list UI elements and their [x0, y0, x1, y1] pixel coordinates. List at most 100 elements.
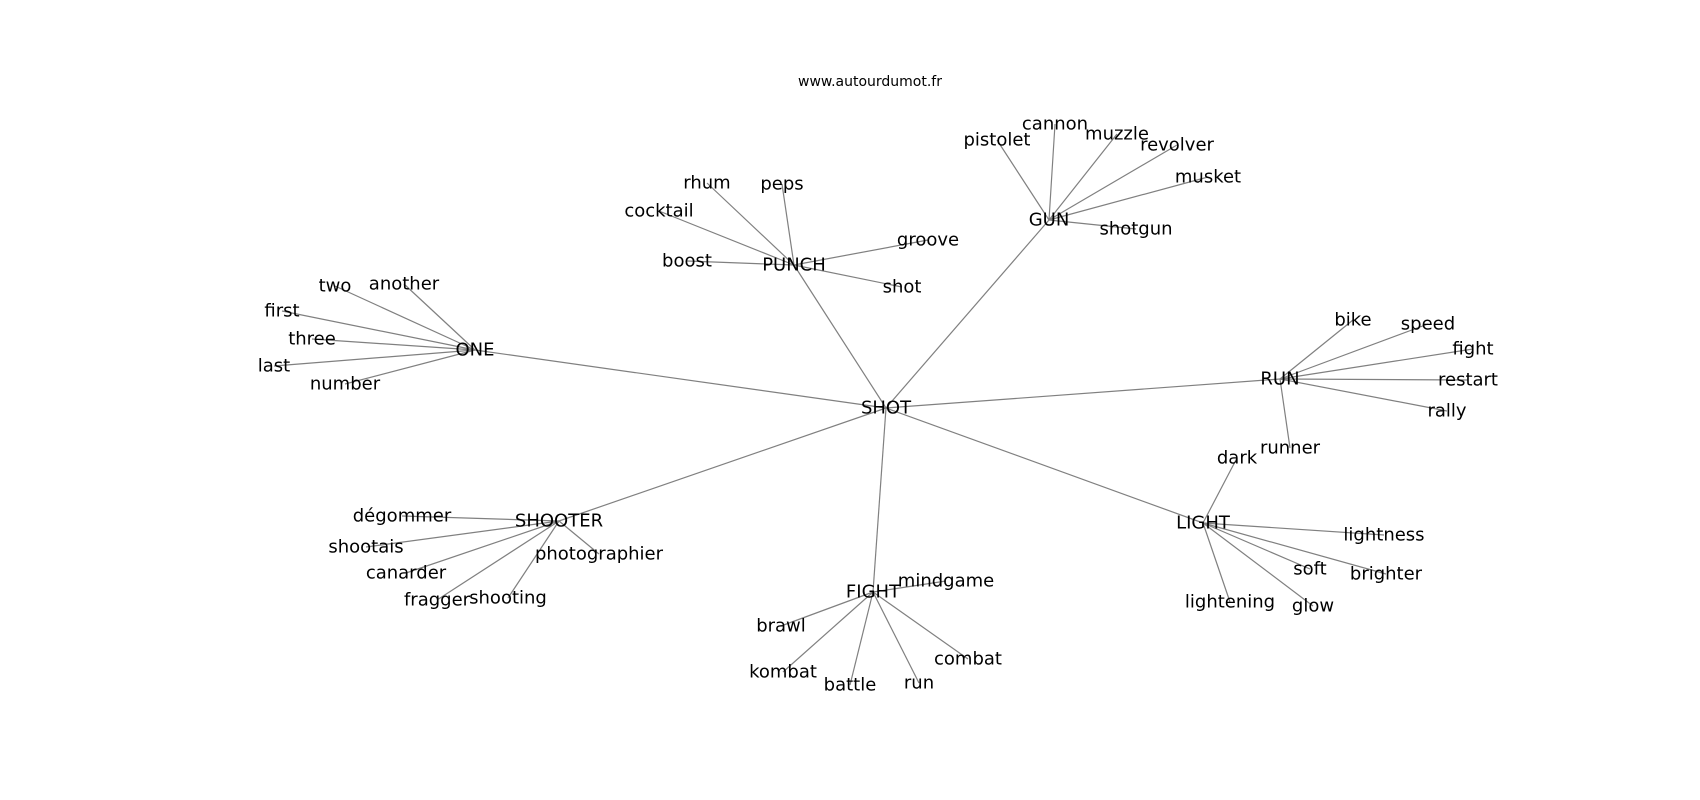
edge-shooter-leaf: [436, 520, 560, 601]
leaf-word: canarder: [366, 563, 447, 584]
edge-center-one: [474, 349, 887, 409]
leaf-word: photographier: [535, 544, 664, 565]
leaf-word: shooting: [469, 588, 547, 609]
hub-word-run: RUN: [1260, 369, 1299, 390]
edge-center-punch: [793, 264, 887, 409]
edge-fight-leaf: [780, 591, 874, 627]
edge-one-leaf: [334, 285, 476, 351]
hub-word-shooter: SHOOTER: [515, 511, 603, 532]
edge-punch-leaf: [793, 264, 903, 288]
edge-fight-leaf: [872, 580, 947, 593]
leaf-word: fight: [1452, 339, 1493, 360]
leaf-word: first: [264, 301, 299, 322]
edge-punch-leaf: [793, 239, 929, 266]
edge-one-leaf: [403, 283, 476, 351]
edge-shooter-leaf: [405, 520, 560, 574]
edge-shooter-leaf: [401, 515, 560, 522]
leaf-word: soft: [1293, 559, 1326, 580]
leaf-word: fragger: [404, 590, 471, 611]
hub-word-gun: GUN: [1029, 210, 1070, 231]
leaf-word: battle: [824, 675, 877, 696]
leaf-word: run: [904, 673, 934, 694]
leaf-word: bike: [1334, 310, 1371, 331]
leaf-word: last: [258, 356, 290, 377]
leaf-word: another: [369, 274, 440, 295]
edge-punch-leaf: [706, 182, 795, 266]
leaf-word: mindgame: [898, 571, 994, 592]
leaf-word: brawl: [756, 616, 806, 637]
hub-word-one: ONE: [455, 340, 494, 361]
leaf-word: revolver: [1140, 135, 1214, 156]
leaf-word: restart: [1438, 370, 1498, 391]
edge-light-leaf: [1202, 522, 1385, 536]
leaf-word: shootais: [328, 537, 403, 558]
edge-light-leaf: [1202, 522, 1231, 603]
leaf-word: number: [310, 374, 381, 395]
edge-fight-leaf: [849, 591, 874, 686]
edge-gun-leaf: [1048, 144, 1178, 221]
edge-shooter-leaf: [365, 520, 560, 548]
leaf-word: shot: [883, 277, 922, 298]
leaf-word: speed: [1401, 314, 1455, 335]
edge-center-fight: [872, 407, 887, 593]
edge-run-leaf: [1279, 378, 1448, 412]
edge-fight-leaf: [872, 591, 920, 684]
center-word: SHOT: [861, 398, 912, 419]
edge-light-leaf: [1202, 457, 1238, 524]
leaf-word: two: [319, 276, 352, 297]
leaf-word: pistolet: [963, 130, 1030, 151]
leaf-word: lightening: [1185, 592, 1275, 613]
leaf-word: brighter: [1350, 564, 1423, 585]
edge-run-leaf: [1279, 319, 1354, 380]
leaf-word: kombat: [749, 662, 817, 683]
edge-gun-leaf: [996, 139, 1050, 221]
hub-word-punch: PUNCH: [762, 255, 826, 276]
edge-light-leaf: [1202, 522, 1314, 607]
edge-one-leaf: [281, 310, 476, 351]
leaf-word: shotgun: [1099, 219, 1172, 240]
leaf-word: groove: [897, 230, 959, 251]
edge-shooter-leaf: [558, 520, 600, 555]
edge-fight-leaf: [782, 591, 874, 673]
leaf-word: dark: [1217, 448, 1258, 469]
edge-run-leaf: [1279, 378, 1469, 381]
edge-center-gun: [885, 219, 1050, 409]
leaf-word: runner: [1260, 438, 1321, 459]
leaf-word: cannon: [1022, 114, 1088, 135]
edge-center-run: [885, 378, 1281, 409]
leaf-word: peps: [760, 174, 803, 195]
edge-run-leaf: [1279, 348, 1474, 380]
edge-gun-leaf: [1048, 123, 1056, 221]
leaf-word: glow: [1292, 596, 1334, 617]
edge-gun-leaf: [1048, 176, 1209, 221]
edge-one-leaf: [273, 349, 476, 367]
edge-shooter-leaf: [507, 520, 560, 599]
leaf-word: rally: [1427, 401, 1466, 422]
leaf-word: musket: [1175, 167, 1241, 188]
edge-punch-leaf: [658, 210, 795, 266]
hub-word-light: LIGHT: [1176, 513, 1231, 534]
leaf-word: cocktail: [624, 201, 693, 222]
edge-one-leaf: [344, 349, 476, 385]
edge-run-leaf: [1279, 323, 1429, 380]
leaf-word: lightness: [1343, 525, 1424, 546]
edge-punch-leaf: [781, 183, 795, 266]
edge-one-leaf: [311, 338, 476, 351]
leaf-word: boost: [662, 251, 712, 272]
leaf-word: three: [288, 329, 336, 350]
hub-word-fight: FIGHT: [846, 582, 901, 603]
leaf-word: combat: [934, 649, 1002, 670]
site-url: www.autourdumot.fr: [798, 74, 942, 90]
leaf-word: rhum: [683, 173, 730, 194]
edge-gun-leaf: [1048, 219, 1137, 230]
edge-fight-leaf: [872, 591, 969, 660]
edge-light-leaf: [1202, 522, 1311, 570]
edge-gun-leaf: [1048, 133, 1118, 221]
edge-run-leaf: [1279, 378, 1291, 449]
leaf-word: muzzle: [1085, 124, 1149, 145]
edge-center-shooter: [558, 407, 887, 522]
edge-center-light: [885, 407, 1204, 524]
leaf-word: dégommer: [353, 506, 452, 527]
